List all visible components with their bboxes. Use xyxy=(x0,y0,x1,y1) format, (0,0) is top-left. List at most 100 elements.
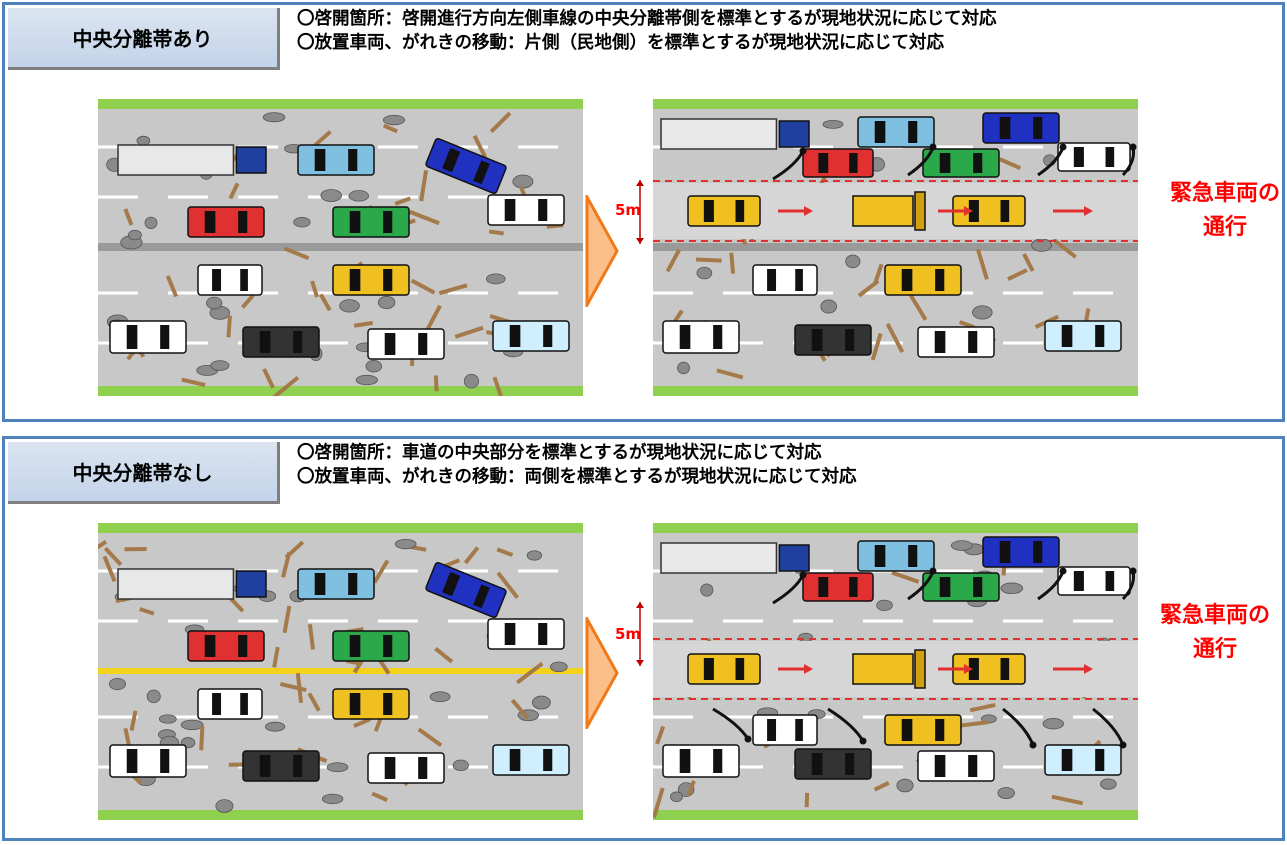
move-arrow-icon xyxy=(1121,143,1137,177)
abandoned-car-icon xyxy=(242,750,320,782)
emergency-label-line1: 緊急車両の xyxy=(1159,603,1270,628)
description-line-clear-location: 〇啓開箇所：車道の中央部分を標準とするが現地状況に応じて対応 xyxy=(297,443,822,463)
abandoned-car-icon xyxy=(297,144,375,176)
abandoned-car-icon xyxy=(425,562,507,618)
abandoned-car-icon xyxy=(109,320,187,354)
section-tag-with-median: 中央分離帯あり xyxy=(8,8,280,70)
section-tag-without-median: 中央分離帯なし xyxy=(8,442,280,504)
travel-arrow-icon xyxy=(1053,206,1093,216)
move-arrow-icon xyxy=(907,143,937,177)
move-arrow-icon xyxy=(772,571,807,605)
abandoned-car-icon xyxy=(687,653,761,685)
travel-arrow-icon xyxy=(938,664,973,674)
abandoned-car-icon xyxy=(1057,142,1131,172)
width-dimension-marker xyxy=(636,602,644,666)
emergency-passage-label: 緊急車両の 通行 xyxy=(1155,599,1275,667)
abandoned-car-icon xyxy=(332,630,410,662)
abandoned-car-icon xyxy=(332,206,410,238)
abandoned-car-icon xyxy=(1044,320,1122,352)
travel-arrow-icon xyxy=(778,664,813,674)
move-arrow-icon xyxy=(1121,567,1137,601)
median-barrier xyxy=(98,243,583,251)
abandoned-car-icon xyxy=(952,195,1026,227)
abandoned-car-icon xyxy=(922,148,1000,178)
grass-strip xyxy=(98,99,583,109)
abandoned-car-icon xyxy=(917,750,995,782)
move-arrow-icon xyxy=(712,707,752,743)
section-with-median: 中央分離帯あり 〇啓開箇所：啓開進行方向左側車線の中央分離帯側を標準とするが現地… xyxy=(2,2,1285,422)
grass-strip xyxy=(653,99,1138,109)
road-after-image xyxy=(653,523,1138,820)
move-arrow-icon xyxy=(1037,143,1067,177)
truck-icon xyxy=(660,542,810,574)
abandoned-car-icon xyxy=(367,752,445,784)
grass-strip xyxy=(98,386,583,396)
move-arrow-icon xyxy=(1037,567,1067,601)
grass-strip xyxy=(98,523,583,533)
description-line-clear-location: 〇啓開箇所：啓開進行方向左側車線の中央分離帯側を標準とするが現地状況に応じて対応 xyxy=(297,9,997,29)
abandoned-car-icon xyxy=(187,630,265,662)
abandoned-car-icon xyxy=(242,326,320,358)
emergency-passage-label: 緊急車両の 通行 xyxy=(1165,177,1285,245)
abandoned-car-icon xyxy=(487,618,565,650)
travel-arrow-icon xyxy=(1053,664,1093,674)
abandoned-car-icon xyxy=(794,748,872,780)
abandoned-car-icon xyxy=(1044,744,1122,776)
travel-arrow-icon xyxy=(938,206,973,216)
emergency-label-line2: 通行 xyxy=(1192,637,1237,662)
abandoned-car-icon xyxy=(752,714,818,746)
abandoned-car-icon xyxy=(982,112,1060,144)
width-label: 5m xyxy=(615,201,642,219)
median-barrier xyxy=(653,243,1138,251)
width-dimension-marker xyxy=(636,180,644,244)
abandoned-car-icon xyxy=(884,264,962,296)
road-before-image xyxy=(98,99,583,396)
grass-strip xyxy=(653,523,1138,533)
step-arrow-icon xyxy=(585,191,619,311)
abandoned-car-icon xyxy=(802,148,874,178)
debris-icon xyxy=(106,111,564,396)
abandoned-car-icon xyxy=(1057,566,1131,596)
abandoned-car-icon xyxy=(857,116,935,148)
abandoned-car-icon xyxy=(857,540,935,572)
abandoned-car-icon xyxy=(802,572,874,602)
grass-strip xyxy=(653,810,1138,820)
abandoned-car-icon xyxy=(332,264,410,296)
abandoned-car-icon xyxy=(197,688,263,720)
abandoned-car-icon xyxy=(425,138,507,194)
emergency-label-line2: 通行 xyxy=(1202,215,1247,240)
truck-icon xyxy=(117,144,267,176)
abandoned-car-icon xyxy=(952,653,1026,685)
abandoned-car-icon xyxy=(884,714,962,746)
truck-icon xyxy=(117,568,267,600)
abandoned-car-icon xyxy=(662,320,740,354)
emergency-label-line1: 緊急車両の xyxy=(1169,181,1280,206)
abandoned-car-icon xyxy=(297,568,375,600)
abandoned-car-icon xyxy=(332,688,410,720)
description-line-move-vehicles: 〇放置車両、がれきの移動：両側を標準とするが現地状況に応じて対応 xyxy=(297,467,857,487)
abandoned-car-icon xyxy=(982,536,1060,568)
abandoned-car-icon xyxy=(487,194,565,226)
step-arrow-icon xyxy=(585,613,619,733)
abandoned-car-icon xyxy=(687,195,761,227)
section-description: 〇啓開箇所：啓開進行方向左側車線の中央分離帯側を標準とするが現地状況に応じて対応… xyxy=(297,7,996,55)
abandoned-car-icon xyxy=(109,744,187,778)
road-before-image xyxy=(98,523,583,820)
abandoned-car-icon xyxy=(794,324,872,356)
move-arrow-icon xyxy=(772,147,807,181)
section-without-median: 中央分離帯なし 〇啓開箇所：車道の中央部分を標準とするが現地状況に応じて対応 〇… xyxy=(2,436,1285,841)
abandoned-car-icon xyxy=(367,328,445,360)
bulldozer-icon xyxy=(852,191,926,231)
description-line-move-vehicles: 〇放置車両、がれきの移動：片側（民地側）を標準とするが現地状況に応じて対応 xyxy=(297,33,944,53)
move-arrow-icon xyxy=(907,567,937,601)
abandoned-car-icon xyxy=(197,264,263,296)
center-line xyxy=(98,668,583,674)
move-arrow-icon xyxy=(1002,707,1037,749)
travel-arrow-icon xyxy=(778,206,813,216)
truck-icon xyxy=(660,118,810,150)
width-label: 5m xyxy=(615,625,642,643)
grass-strip xyxy=(653,386,1138,396)
abandoned-car-icon xyxy=(492,320,570,352)
abandoned-car-icon xyxy=(187,206,265,238)
abandoned-car-icon xyxy=(917,326,995,358)
